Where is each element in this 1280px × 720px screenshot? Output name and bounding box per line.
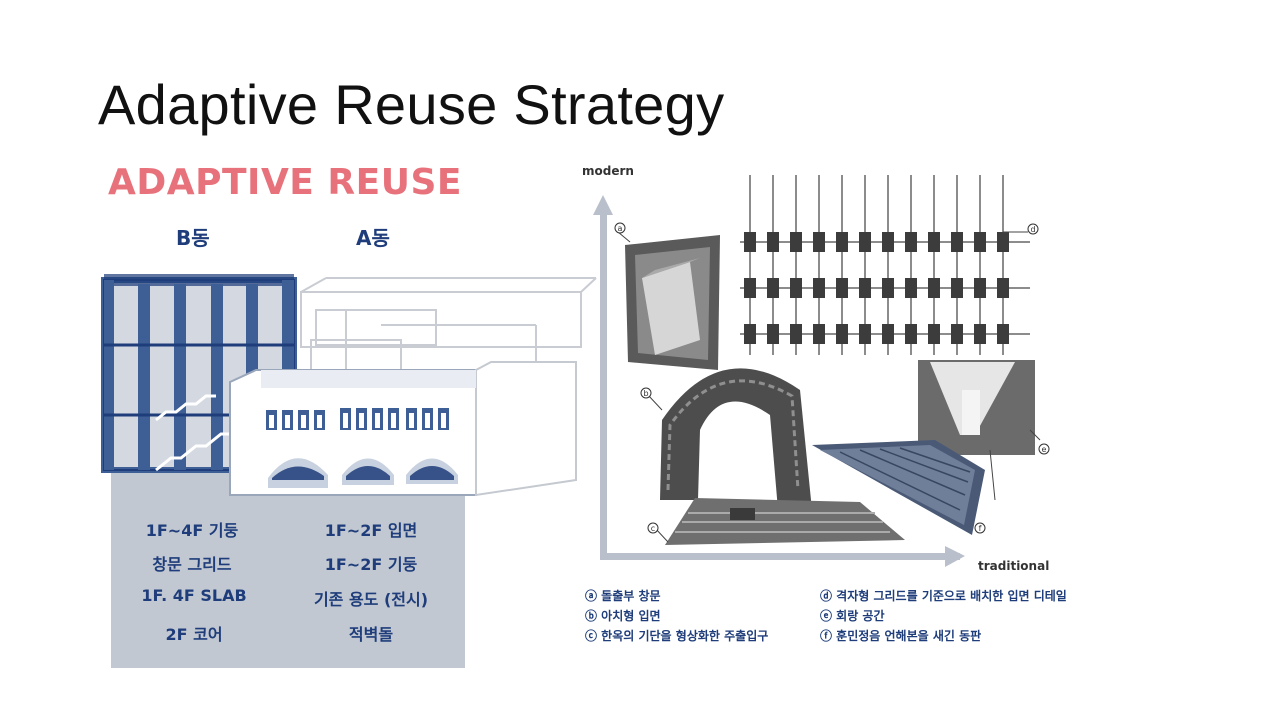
building-b-label: B동 bbox=[176, 226, 210, 250]
b-item-1: 1F~4F 기둥 bbox=[145, 521, 239, 540]
protruding-window-photo bbox=[617, 231, 720, 370]
axis-label-traditional: traditional bbox=[978, 559, 1050, 573]
marker-b-text: b bbox=[643, 389, 648, 398]
marker-b: b bbox=[640, 387, 652, 399]
axis-label-modern: modern bbox=[582, 164, 634, 178]
a-item-3: 기존 용도 (전시) bbox=[313, 590, 429, 609]
adaptive-reuse-heading: ADAPTIVE REUSE bbox=[108, 162, 462, 203]
b-item-4: 2F 코어 bbox=[165, 625, 223, 644]
legend-item-a: ⓐ 돌출부 창문 bbox=[585, 589, 661, 603]
a-item-1: 1F~2F 입면 bbox=[324, 521, 418, 540]
legend-item-f: ⓕ 훈민정음 언해본을 새긴 동판 bbox=[820, 629, 982, 643]
legend-item-b: ⓑ 아치형 입면 bbox=[585, 609, 661, 623]
marker-c-text: c bbox=[651, 524, 655, 533]
building-a-label: A동 bbox=[356, 226, 390, 250]
legend-item-c: ⓒ 한옥의 기단을 형상화한 주출입구 bbox=[585, 629, 769, 643]
a-item-4: 적벽돌 bbox=[348, 625, 394, 644]
detail-collage bbox=[617, 175, 1041, 545]
building-a-body bbox=[229, 361, 577, 497]
b-item-2: 창문 그리드 bbox=[152, 555, 232, 574]
legend-item-d: ⓓ 격자형 그리드를 기준으로 배치한 입면 디테일 bbox=[820, 589, 1067, 603]
hunminjeongeum-plate-photo bbox=[812, 440, 996, 535]
marker-c: c bbox=[647, 522, 659, 534]
marker-a: a bbox=[614, 222, 626, 234]
marker-e: e bbox=[1038, 443, 1050, 455]
slide-title: Adaptive Reuse Strategy bbox=[98, 73, 725, 136]
a-item-2: 1F~2F 기둥 bbox=[324, 555, 418, 574]
grid-facade-detail bbox=[740, 175, 1030, 355]
marker-f-text: f bbox=[979, 524, 982, 533]
arch-facade-photo bbox=[647, 368, 812, 510]
main-entrance-photo bbox=[654, 498, 905, 545]
marker-a-text: a bbox=[618, 224, 623, 233]
corridor-photo bbox=[918, 360, 1041, 455]
building-illustration bbox=[101, 274, 597, 497]
marker-d: d bbox=[1027, 223, 1039, 235]
legend-right: ⓓ 격자형 그리드를 기준으로 배치한 입면 디테일 ⓔ 회랑 공간 ⓕ 훈민정… bbox=[820, 586, 1067, 646]
marker-e-text: e bbox=[1042, 445, 1047, 454]
legend-left: ⓐ 돌출부 창문 ⓑ 아치형 입면 ⓒ 한옥의 기단을 형상화한 주출입구 bbox=[585, 586, 768, 646]
legend-item-e: ⓔ 회랑 공간 bbox=[820, 609, 885, 623]
marker-f: f bbox=[974, 522, 986, 534]
retained-elements-panel bbox=[111, 470, 465, 668]
b-item-3: 1F. 4F SLAB bbox=[141, 586, 247, 605]
axes bbox=[593, 195, 965, 567]
marker-d-text: d bbox=[1030, 225, 1035, 234]
